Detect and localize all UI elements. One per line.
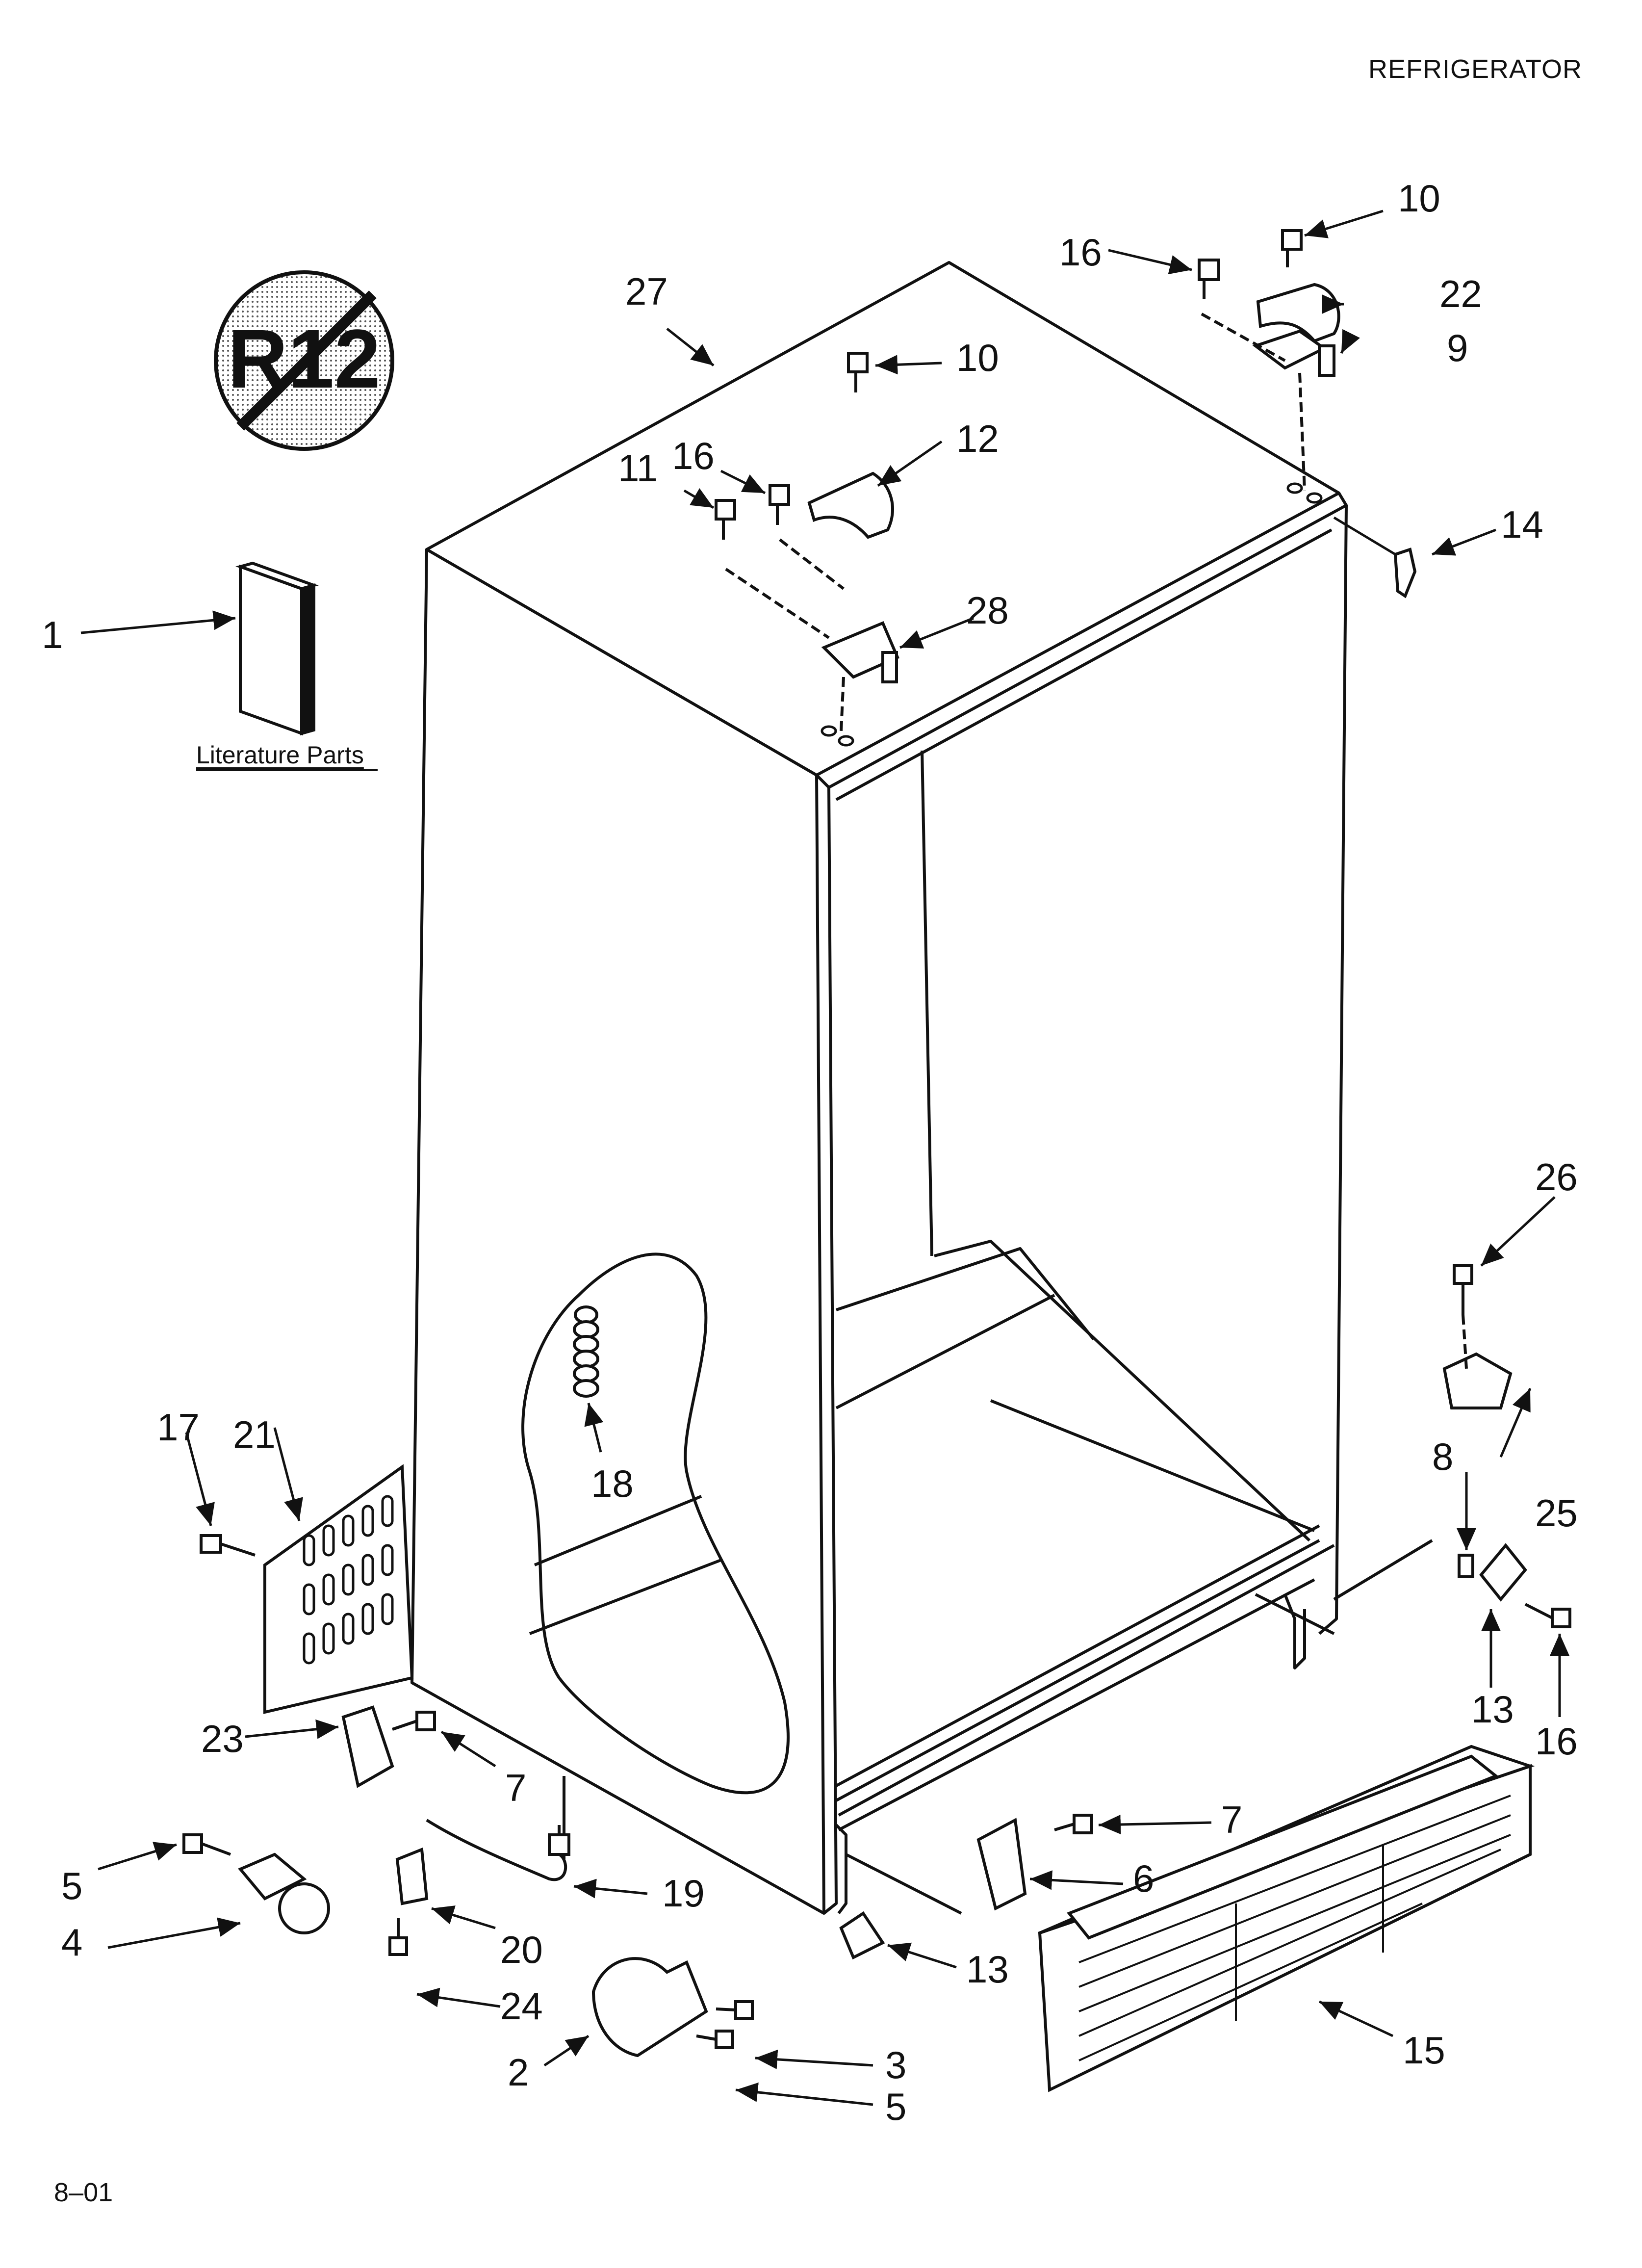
callout-4: 4 bbox=[61, 1921, 83, 1964]
part-21-rear-grille bbox=[263, 1464, 414, 1714]
callout-8: 8 bbox=[1432, 1435, 1454, 1478]
callout-17: 17 bbox=[157, 1406, 200, 1449]
callout-19: 19 bbox=[662, 1872, 705, 1915]
callout-5-left: 5 bbox=[61, 1864, 83, 1907]
callout-18: 18 bbox=[591, 1462, 634, 1505]
top-hinge-holes bbox=[821, 482, 1323, 747]
callout-13-lower: 13 bbox=[966, 1948, 1009, 1991]
leader-arrows bbox=[80, 209, 1569, 2106]
callout-2: 2 bbox=[508, 2051, 529, 2094]
no-r12-badge: R12 bbox=[214, 270, 394, 451]
callout-11: 11 bbox=[618, 446, 658, 490]
callout-26: 26 bbox=[1535, 1155, 1578, 1199]
callout-7-right: 7 bbox=[1221, 1798, 1243, 1841]
callout-27: 27 bbox=[625, 270, 668, 313]
callout-28: 28 bbox=[966, 589, 1009, 632]
callout-25: 25 bbox=[1535, 1491, 1578, 1535]
callout-15: 15 bbox=[1403, 2029, 1445, 2072]
callout-16-middle: 16 bbox=[672, 434, 715, 477]
top-right-hinge bbox=[1198, 229, 1340, 491]
callout-22: 22 bbox=[1439, 272, 1482, 315]
literature-parts-label: Literature Parts bbox=[196, 741, 364, 769]
callout-12: 12 bbox=[956, 417, 999, 460]
revision-code: 8–01 bbox=[54, 2178, 113, 2207]
callout-7-left: 7 bbox=[505, 1766, 527, 1809]
callout-3: 3 bbox=[885, 2043, 907, 2086]
part-15-base-grille bbox=[1038, 1745, 1535, 2092]
page-title: REFRIGERATOR bbox=[1368, 54, 1583, 84]
callout-20: 20 bbox=[500, 1928, 543, 1971]
callout-10-top: 10 bbox=[1398, 177, 1440, 220]
callout-13-right: 13 bbox=[1471, 1688, 1514, 1731]
callout-5-bottom: 5 bbox=[885, 2085, 907, 2128]
part-14-clip bbox=[1393, 547, 1417, 599]
callout-10-middle: 10 bbox=[956, 336, 999, 379]
callout-23: 23 bbox=[201, 1717, 244, 1760]
callout-24: 24 bbox=[500, 1984, 543, 2028]
callout-16-top: 16 bbox=[1059, 231, 1102, 274]
callout-21: 21 bbox=[233, 1413, 276, 1456]
part-18-spring bbox=[573, 1305, 599, 1398]
callout-9: 9 bbox=[1447, 326, 1468, 369]
cabinet-body bbox=[410, 261, 1433, 1915]
callout-14: 14 bbox=[1501, 503, 1543, 546]
callout-1: 1 bbox=[42, 613, 63, 656]
callout-16-right: 16 bbox=[1535, 1720, 1578, 1763]
small-parts bbox=[182, 1264, 1571, 2058]
literature-book-icon bbox=[235, 561, 319, 736]
top-middle-hinge bbox=[715, 352, 899, 731]
callout-6: 6 bbox=[1133, 1857, 1155, 1900]
